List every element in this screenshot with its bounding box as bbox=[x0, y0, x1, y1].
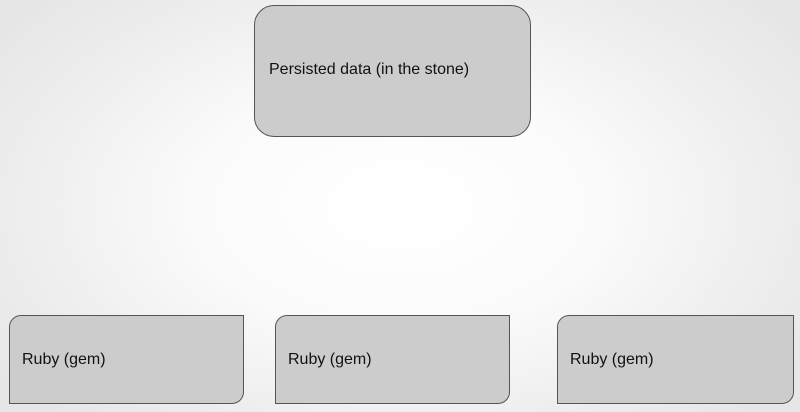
persisted-data-label: Persisted data (in the stone) bbox=[269, 61, 470, 78]
ruby-gem-label-3: Ruby (gem) bbox=[570, 350, 654, 368]
ruby-gem-node-1: Ruby (gem) bbox=[9, 315, 244, 404]
ruby-gem-label-2: Ruby (gem) bbox=[288, 350, 372, 368]
ruby-gem-label-1: Ruby (gem) bbox=[22, 350, 106, 368]
ruby-gem-node-3: Ruby (gem) bbox=[557, 315, 794, 404]
ruby-gem-node-2: Ruby (gem) bbox=[275, 315, 510, 404]
persisted-data-node: Persisted data (in the stone) bbox=[254, 5, 531, 137]
